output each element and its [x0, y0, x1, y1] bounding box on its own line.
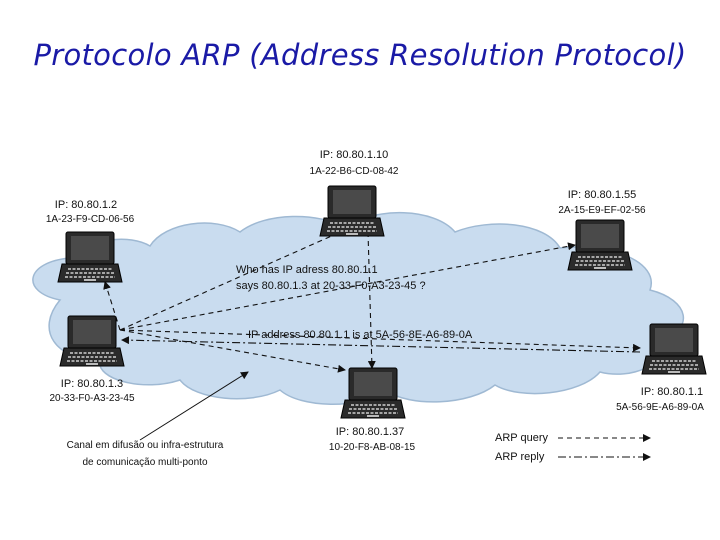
query-arrow-top-down [367, 231, 376, 369]
host-ip: IP: 80.80.1.3 [61, 378, 123, 390]
host-top[interactable]: IP: 80.80.1.10 1A-22-B6-CD-08-42 [310, 149, 399, 237]
legend-query-label: ARP query [495, 432, 548, 444]
arp-reply-arrow [121, 336, 641, 353]
host-ip: IP: 80.80.1.10 [320, 149, 389, 161]
query-text-line1: Who has IP adress 80.80.1.1 [236, 264, 378, 276]
page-title: Protocolo ARP (Address Resolution Protoc… [33, 38, 687, 72]
host-upper-left[interactable]: IP: 80.80.1.2 1A-23-F9-CD-06-56 [46, 199, 135, 283]
host-ip: IP: 80.80.1.1 [641, 386, 703, 398]
host-upper-right[interactable]: IP: 80.80.1.55 2A-15-E9-EF-02-56 [558, 189, 646, 271]
host-ip: IP: 80.80.1.2 [55, 199, 117, 211]
channel-label-line2: de comunicação multi-ponto [82, 457, 208, 468]
host-mac: 1A-23-F9-CD-06-56 [46, 214, 135, 225]
query-arrow-bottom [119, 329, 346, 373]
host-right[interactable]: IP: 80.80.1.1 5A-56-9E-A6-89-0A [616, 323, 707, 413]
host-mac: 5A-56-9E-A6-89-0A [616, 402, 704, 413]
laptop-icon [641, 323, 707, 375]
host-mac: 20-33-F0-A3-23-45 [49, 393, 134, 404]
query-arrow-right [119, 329, 641, 352]
laptop-icon [59, 315, 125, 367]
host-ip: IP: 80.80.1.37 [336, 426, 405, 438]
laptop-icon [319, 185, 385, 237]
reply-text: IP address 80.80.1.1 is at 5A-56-8E-A6-8… [248, 329, 473, 341]
network-cloud [32, 212, 685, 405]
laptop-icon [340, 367, 406, 419]
host-ip: IP: 80.80.1.55 [568, 189, 637, 201]
laptop-icon [57, 231, 123, 283]
arp-query-arrows [103, 229, 641, 373]
laptop-icon [567, 219, 633, 271]
host-bottom[interactable]: IP: 80.80.1.37 10-20-F8-AB-08-15 [329, 367, 416, 453]
channel-label-line1: Canal em difusão ou infra-estrutura [67, 440, 224, 451]
host-mac: 10-20-F8-AB-08-15 [329, 442, 416, 453]
query-text-line2: says 80.80.1.3 at 20-33-F0-A3-23-45 ? [236, 280, 426, 292]
channel-pointer-arrow [139, 371, 249, 441]
host-left[interactable]: IP: 80.80.1.3 20-33-F0-A3-23-45 [49, 315, 135, 404]
legend-reply-label: ARP reply [495, 451, 545, 463]
host-mac: 1A-22-B6-CD-08-42 [310, 166, 399, 177]
legend: ARP query ARP reply [495, 432, 651, 463]
host-mac: 2A-15-E9-EF-02-56 [558, 205, 646, 216]
